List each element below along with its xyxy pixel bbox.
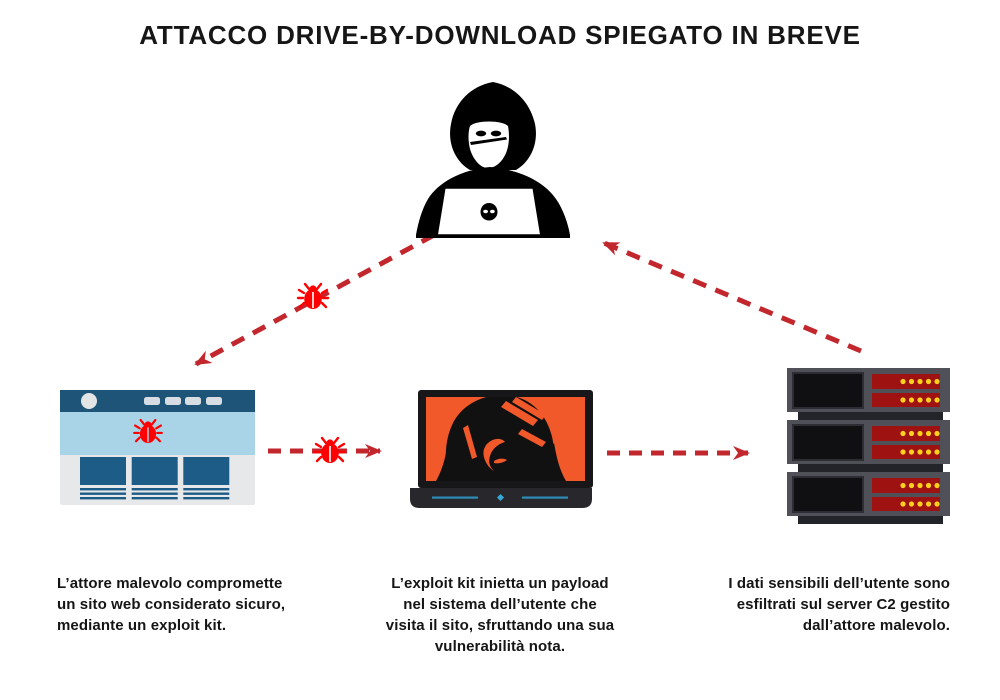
caption-line: mediante un exploit kit. [57, 617, 227, 634]
hacker-mask-seam [470, 137, 507, 145]
skull-eye [483, 209, 488, 214]
screen-hacker-silhouette [436, 397, 566, 481]
server-units [787, 368, 950, 516]
hacker-left-eye [475, 130, 487, 137]
bug-icon [133, 418, 163, 444]
c2-server-icon [787, 368, 950, 524]
arrow-server-to-hacker [602, 240, 862, 354]
hacker-icon [416, 82, 570, 238]
caption-line: L’exploit kit inietta un payload [391, 575, 609, 592]
arrow-hacker-to-website [194, 232, 436, 367]
caption-line: vulnerabilità nota. [434, 638, 566, 655]
compromised-website-icon [60, 390, 255, 505]
laptop-power-dot [496, 493, 505, 502]
caption-line: I dati sensibili dell’utente sono [728, 575, 950, 592]
caption-line: visita il sito, sfruttando una sua [385, 617, 615, 634]
laptop-base-line [432, 496, 478, 499]
caption-line: dall’attore malevolo. [802, 617, 950, 634]
hacker-right-eye [490, 130, 502, 137]
laptop-base-line [522, 496, 568, 499]
infected-laptop-icon [410, 390, 593, 508]
page-title: ATTACCO DRIVE-BY-DOWNLOAD SPIEGATO IN BR… [139, 20, 861, 50]
website-logo-circle [81, 393, 97, 409]
caption-line: nel sistema dell’utente che [403, 596, 597, 613]
website-content-cards [80, 457, 230, 500]
caption-line: un sito web considerato sicuro, [57, 596, 286, 613]
caption-exploit: L’exploit kit inietta un payload nel sis… [350, 573, 650, 657]
caption-compromise: L’attore malevolo compromette un sito we… [57, 573, 312, 636]
caption-exfiltration: I dati sensibili dell’utente sono esfilt… [680, 573, 950, 636]
website-nav-buttons [144, 397, 222, 405]
caption-line: esfiltrati sul server C2 gestito [736, 596, 950, 613]
skull-icon [480, 203, 498, 221]
caption-line: L’attore malevolo compromette [57, 575, 283, 592]
skull-eye [490, 209, 495, 214]
